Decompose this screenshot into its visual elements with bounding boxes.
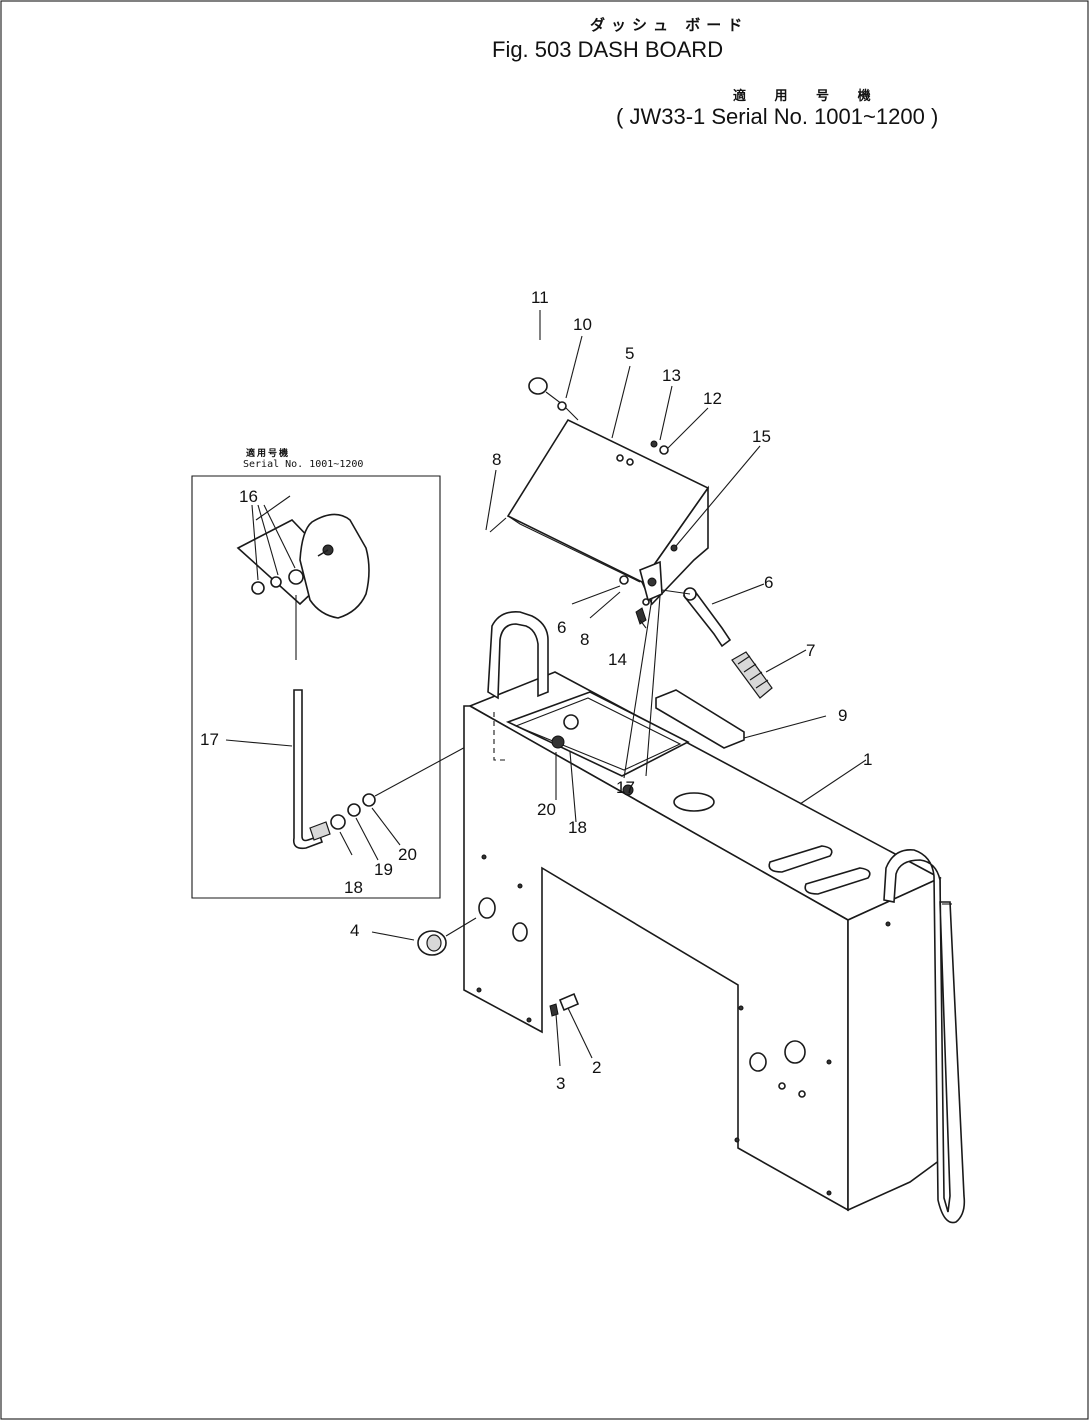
serial-range-text: JW33-1 Serial No. 1001~1200 — [629, 104, 925, 129]
callout-17-inset: 17 — [200, 730, 219, 749]
callout-6a: 6 — [557, 618, 567, 637]
cover-panel — [489, 377, 773, 779]
callout-19: 19 — [374, 860, 393, 879]
rubber-cap — [371, 917, 477, 956]
callout-8a: 8 — [492, 450, 502, 469]
callout-9: 9 — [838, 706, 848, 725]
callout-15: 15 — [752, 427, 771, 446]
bracket-close: ) — [930, 104, 939, 129]
callout-14: 14 — [608, 650, 627, 669]
callout-1: 1 — [863, 750, 873, 769]
callout-20-inset: 20 — [398, 845, 417, 864]
callout-7: 7 — [806, 641, 816, 660]
callout-6b: 6 — [764, 573, 774, 592]
dash-board-body — [463, 671, 942, 1212]
callout-10: 10 — [573, 315, 592, 334]
figure-title: Fig. 503 DASH BOARD — [492, 37, 724, 62]
jp-applicable-label: 適 用 号 機 — [733, 89, 883, 104]
callout-13: 13 — [662, 366, 681, 385]
jp-title: ダッシュ ボード — [590, 16, 749, 34]
bracket-open: ( — [616, 104, 624, 129]
handrails — [487, 610, 966, 1224]
callout-18-inset: 18 — [344, 878, 363, 897]
callout-16: 16 — [239, 487, 258, 506]
callout-17-main: 17 — [616, 778, 635, 797]
inset-serial-range: Serial No. 1001~1200 — [243, 459, 364, 470]
serial-range: ( JW33-1 Serial No. 1001~1200 ) — [616, 104, 938, 130]
callout-20-main: 20 — [537, 800, 556, 819]
inset-box — [191, 475, 483, 899]
callout-8b: 8 — [580, 630, 590, 649]
callout-4: 4 — [350, 921, 360, 940]
inset-jp-label: 適用号機 — [246, 449, 291, 459]
callout-12: 12 — [703, 389, 722, 408]
callout-3: 3 — [556, 1074, 566, 1093]
bolt-assembly — [549, 992, 593, 1067]
callout-2: 2 — [592, 1058, 602, 1077]
callout-5: 5 — [625, 344, 635, 363]
callout-11: 11 — [531, 288, 549, 307]
leader-lines — [255, 310, 867, 823]
callout-18-main: 18 — [568, 818, 587, 837]
